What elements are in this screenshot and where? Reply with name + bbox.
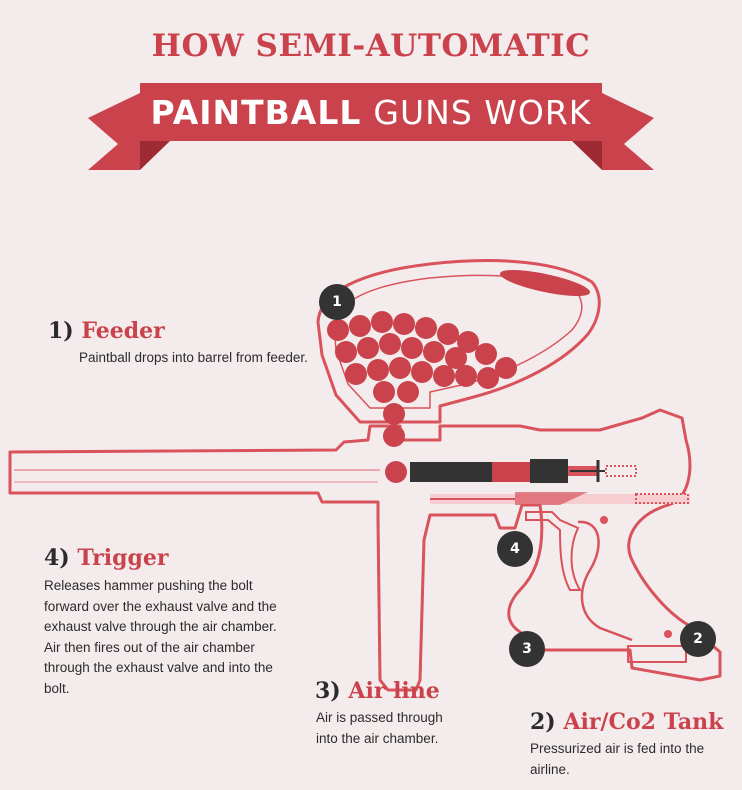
air-flow-arrow [515,492,588,505]
tank-screw [664,630,672,638]
hopper-lid [499,270,591,296]
title-banner [88,83,654,170]
label-air-tank-description: Pressurized air is fed into the airline. [530,741,705,777]
trigger-pin [600,516,608,524]
label-trigger-title: 4) Trigger [44,545,168,571]
label-air-line-description: Air is passed through into the air chamb… [316,710,443,746]
grip-frame [577,520,633,642]
label-air-line-title: 3) Air line [315,678,440,704]
banner-left-tail [88,93,140,170]
badge-3: 3 [509,631,545,667]
hammer [530,459,568,483]
label-feeder-number: 1) [48,318,74,344]
banner-left-fold [140,141,170,170]
tank-adapter [627,645,687,663]
label-air-tank-title: 2) Air/Co2 Tank [530,709,723,735]
banner-right-tail [602,93,654,170]
banner-center [140,83,602,141]
title-word-paintball: PAINTBALL [150,92,362,132]
label-air-line-name: Air line [348,678,440,704]
paintballs [327,311,517,483]
label-air-tank-number: 2) [530,709,556,735]
banner-right-fold [572,141,602,170]
label-trigger-number: 4) [44,545,70,571]
label-feeder-description: Paintball drops into barrel from feeder. [79,350,308,365]
label-air-line-number: 3) [315,678,341,704]
air-chamber [492,462,530,482]
title-line-1: HOW SEMI-AUTOMATIC [151,28,591,64]
gun-body-outline [8,408,722,692]
badge-4: 4 [497,531,533,567]
title-line-2: PAINTBALL GUNS WORK [140,83,602,141]
label-feeder-name: Feeder [81,318,165,344]
bolt [410,462,492,482]
title-word-guns-work: GUNS WORK [373,92,592,132]
rear-spring [635,493,689,504]
label-air-tank-name: Air/Co2 Tank [563,709,724,735]
main-spring [605,465,637,477]
trigger-shape [525,511,582,591]
label-trigger-name: Trigger [77,545,169,571]
label-feeder-title: 1) Feeder [48,318,165,344]
label-trigger-description: Releases hammer pushing the bolt forward… [44,578,277,696]
badge-1: 1 [319,284,355,320]
badge-2: 2 [680,621,716,657]
